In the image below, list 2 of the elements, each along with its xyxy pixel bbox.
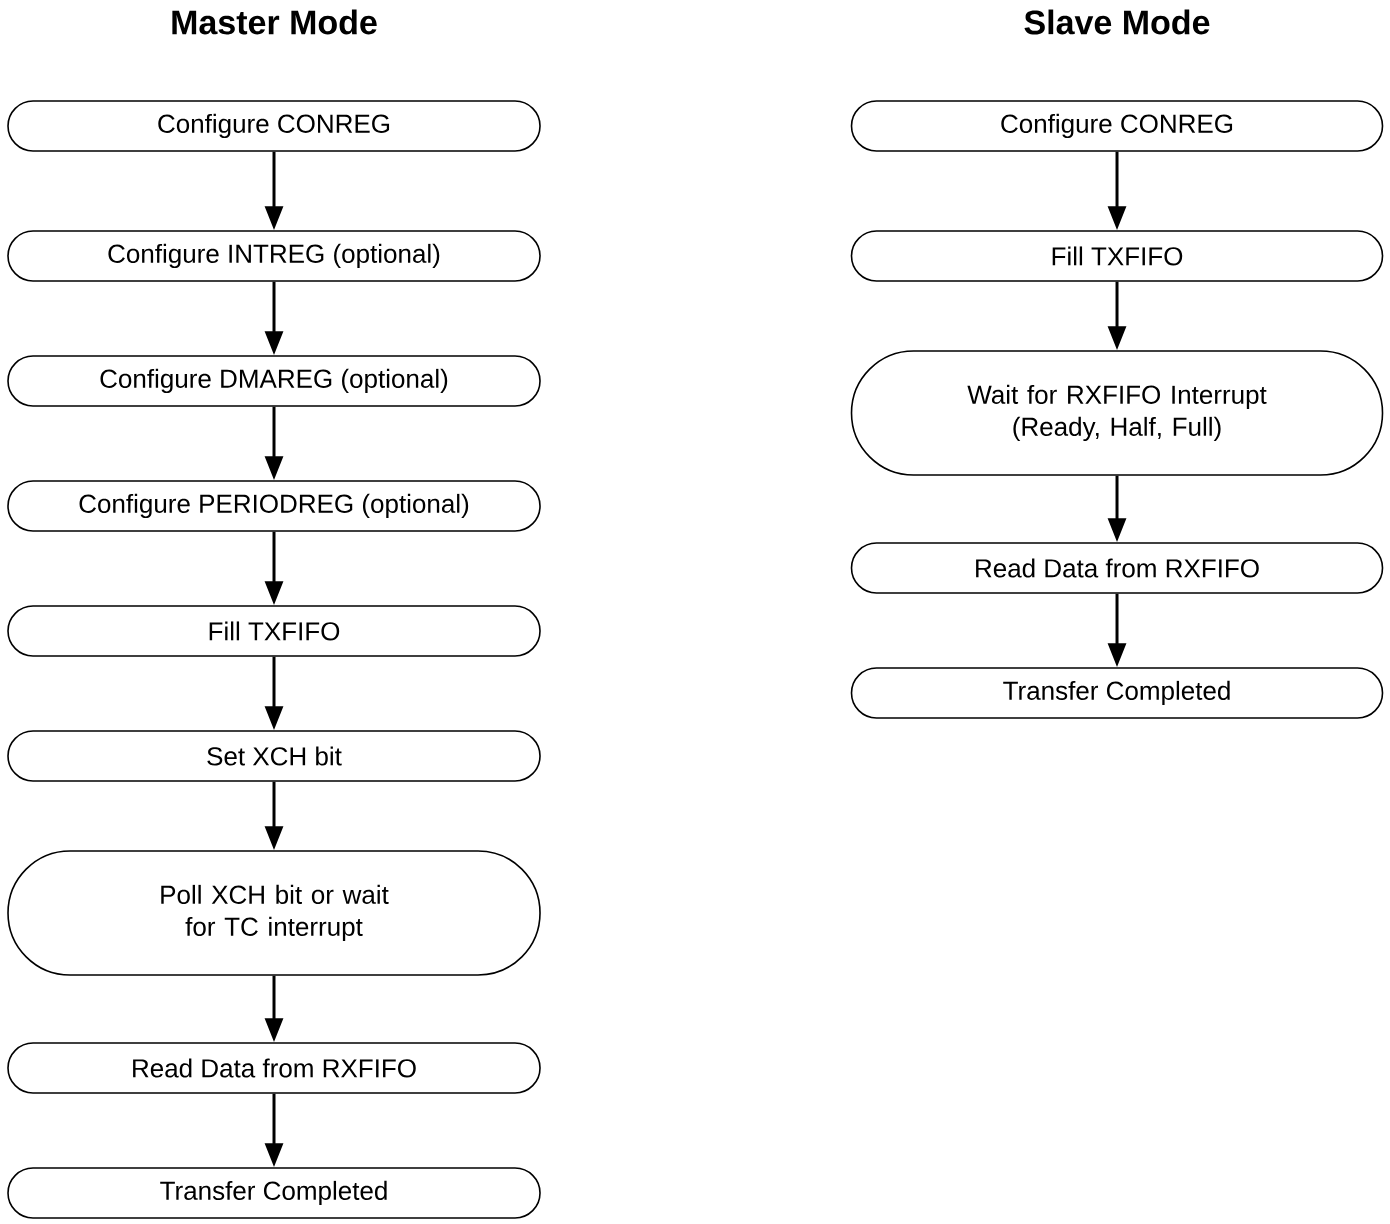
column-heading: Master Mode xyxy=(172,9,377,35)
column-heading: Slave Mode xyxy=(1024,9,1210,35)
